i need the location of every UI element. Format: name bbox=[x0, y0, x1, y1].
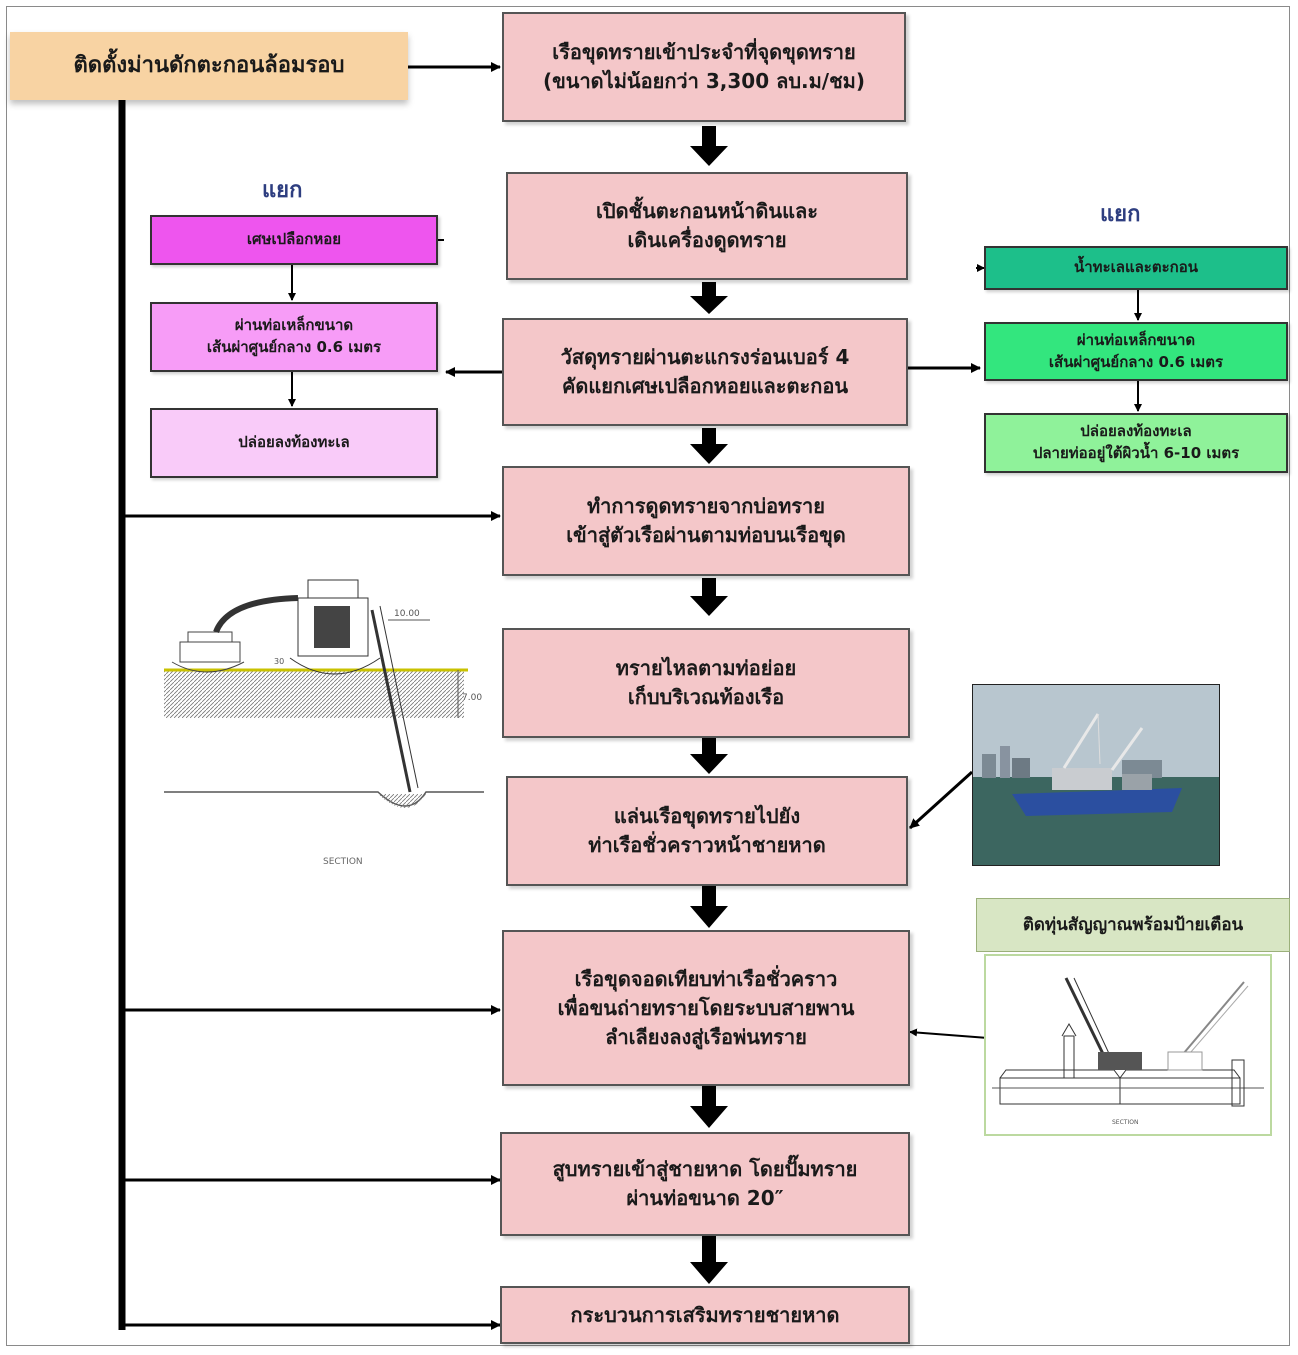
right-branch-box-1-line1: น้ำทะเลและตะกอน bbox=[1074, 258, 1198, 277]
step-7-line2: เพื่อขนถ่ายทรายโดยระบบสายพาน bbox=[557, 995, 855, 1020]
left-branch-box-1-line1: เศษเปลือกหอย bbox=[246, 230, 342, 249]
step-1-line2: (ขนาดไม่น้อยกว่า 3,300 ลบ.ม/ชม) bbox=[542, 69, 866, 93]
buoy-warning-caption: ติดทุ่นสัญญาณพร้อมป้ายเตือน bbox=[976, 898, 1290, 952]
step-6-line2: ท่าเรือชั่วคราวหน้าชายหาด bbox=[588, 833, 826, 857]
drawing-side-dim-label: 30 bbox=[274, 657, 284, 666]
step-8-line2: ผ่านท่อขนาด 20″ bbox=[626, 1186, 784, 1210]
down-arrow-8 bbox=[690, 1236, 728, 1284]
left-branch-box-3-line1: ปล่อยลงท้องทะเล bbox=[238, 433, 350, 452]
right-branch-box-3-line1: ปล่อยลงท้องทะเล bbox=[1080, 422, 1192, 441]
step-6-line1: แล่นเรือขุดทรายไปยัง bbox=[613, 804, 801, 828]
step-5-box: ทรายไหลตามท่อย่อย เก็บบริเวณท้องเรือ bbox=[502, 628, 910, 738]
left-branch-heading: แยก bbox=[262, 178, 303, 203]
down-arrow-7 bbox=[690, 1086, 728, 1128]
left-branch-box-1: เศษเปลือกหอย bbox=[150, 215, 438, 265]
left-branch-box-3: ปล่อยลงท้องทะเล bbox=[150, 408, 438, 478]
dock-section-drawing: SECTION bbox=[992, 977, 1264, 1126]
step-5-line2: เก็บบริเวณท้องเรือ bbox=[627, 685, 785, 709]
down-arrows bbox=[690, 126, 728, 1284]
right-branch-box-1: น้ำทะเลและตะกอน bbox=[984, 246, 1288, 290]
install-silt-curtain-box: ติดตั้งม่านดักตะกอนล้อมรอบ bbox=[10, 32, 408, 100]
right-branch-heading: แยก bbox=[1100, 202, 1141, 227]
step-7-box: เรือขุดจอดเทียบท่าเรือชั่วคราว เพื่อขนถ่… bbox=[502, 930, 910, 1086]
dock-to-step7-arrow bbox=[909, 1028, 989, 1039]
down-arrow-6 bbox=[690, 886, 728, 928]
photo-to-step6-arrow bbox=[908, 770, 974, 830]
down-arrow-5 bbox=[690, 738, 728, 774]
right-branch-box-3-line2: ปลายท่ออยู่ใต้ผิวน้ำ 6-10 เมตร bbox=[1032, 444, 1240, 462]
right-branch-box-2-line1: ผ่านท่อเหล็กขนาด bbox=[1076, 330, 1196, 349]
down-arrow-3 bbox=[690, 428, 728, 464]
down-arrow-1 bbox=[690, 126, 728, 166]
right-branch-box-3: ปล่อยลงท้องทะเล ปลายท่ออยู่ใต้ผิวน้ำ 6-1… bbox=[984, 413, 1288, 473]
diagram-frame bbox=[6, 6, 1290, 1346]
step-3-line1: วัสดุทรายผ่านตะแกรงร่อนเบอร์ 4 bbox=[560, 345, 850, 369]
step-7-line1: เรือขุดจอดเทียบท่าเรือชั่วคราว bbox=[574, 966, 838, 991]
step-9-box: กระบวนการเสริมทรายชายหาด bbox=[500, 1286, 910, 1344]
drawing-section-label: SECTION bbox=[323, 857, 363, 867]
step-4-line2: เข้าสู่ตัวเรือผ่านตามท่อบนเรือขุด bbox=[566, 523, 846, 547]
step-4-line1: ทำการดูดทรายจากบ่อทราย bbox=[587, 494, 825, 518]
step-2-line1: เปิดชั้นตะกอนหน้าดินและ bbox=[596, 199, 818, 223]
step-8-box: สูบทรายเข้าสู่ชายหาด โดยปั๊มทราย ผ่านท่อ… bbox=[500, 1132, 910, 1236]
drawing-top-dim-label: 10.00 bbox=[394, 609, 420, 619]
install-silt-curtain-label: ติดตั้งม่านดักตะกอนล้อมรอบ bbox=[73, 53, 345, 79]
right-branch-box-2-line2: เส้นผ่าศูนย์กลาง 0.6 เมตร bbox=[1048, 352, 1224, 371]
step-9-line1: กระบวนการเสริมทรายชายหาด bbox=[570, 1302, 840, 1327]
step-4-box: ทำการดูดทรายจากบ่อทราย เข้าสู่ตัวเรือผ่า… bbox=[502, 466, 910, 576]
step-5-line1: ทรายไหลตามท่อย่อย bbox=[615, 656, 797, 680]
down-arrow-4 bbox=[690, 578, 728, 616]
step-3-box: วัสดุทรายผ่านตะแกรงร่อนเบอร์ 4 คัดแยกเศษ… bbox=[502, 318, 908, 426]
step-1-box: เรือขุดทรายเข้าประจำที่จุดขุดทราย (ขนาดไ… bbox=[502, 12, 906, 122]
left-branch-box-2-line1: ผ่านท่อเหล็กขนาด bbox=[234, 316, 354, 335]
dock-section-label: SECTION bbox=[1112, 1119, 1138, 1126]
left-branch-box-2-line2: เส้นผ่าศูนย์กลาง 0.6 เมตร bbox=[206, 338, 382, 356]
buoy-warning-caption-label: ติดทุ่นสัญญาณพร้อมป้ายเตือน bbox=[1022, 914, 1244, 935]
step-1-line1: เรือขุดทรายเข้าประจำที่จุดขุดทราย bbox=[552, 40, 856, 64]
step-8-line1: สูบทรายเข้าสู่ชายหาด โดยปั๊มทราย bbox=[552, 1157, 858, 1181]
step-2-line2: เดินเครื่องดูดทราย bbox=[627, 228, 787, 252]
dredger-ship-photo bbox=[972, 684, 1220, 866]
drawing-depth-label: 7.00 bbox=[462, 693, 482, 703]
dock-drawing-frame: SECTION bbox=[984, 954, 1272, 1136]
right-branch-box-2: ผ่านท่อเหล็กขนาด เส้นผ่าศูนย์กลาง 0.6 เม… bbox=[984, 322, 1288, 381]
step-3-line2: คัดแยกเศษเปลือกหอยและตะกอน bbox=[561, 374, 849, 398]
left-branch-box-2: ผ่านท่อเหล็กขนาด เส้นผ่าศูนย์กลาง 0.6 เม… bbox=[150, 302, 438, 372]
dredger-section-drawing: 7.00 10.00 30 SECTION bbox=[164, 579, 484, 867]
step-2-box: เปิดชั้นตะกอนหน้าดินและ เดินเครื่องดูดทร… bbox=[506, 172, 908, 280]
down-arrow-2 bbox=[690, 282, 728, 314]
step-7-line3: ลำเลียงลงสู่เรือพ่นทราย bbox=[605, 1024, 807, 1049]
step-6-box: แล่นเรือขุดทรายไปยัง ท่าเรือชั่วคราวหน้า… bbox=[506, 776, 908, 886]
